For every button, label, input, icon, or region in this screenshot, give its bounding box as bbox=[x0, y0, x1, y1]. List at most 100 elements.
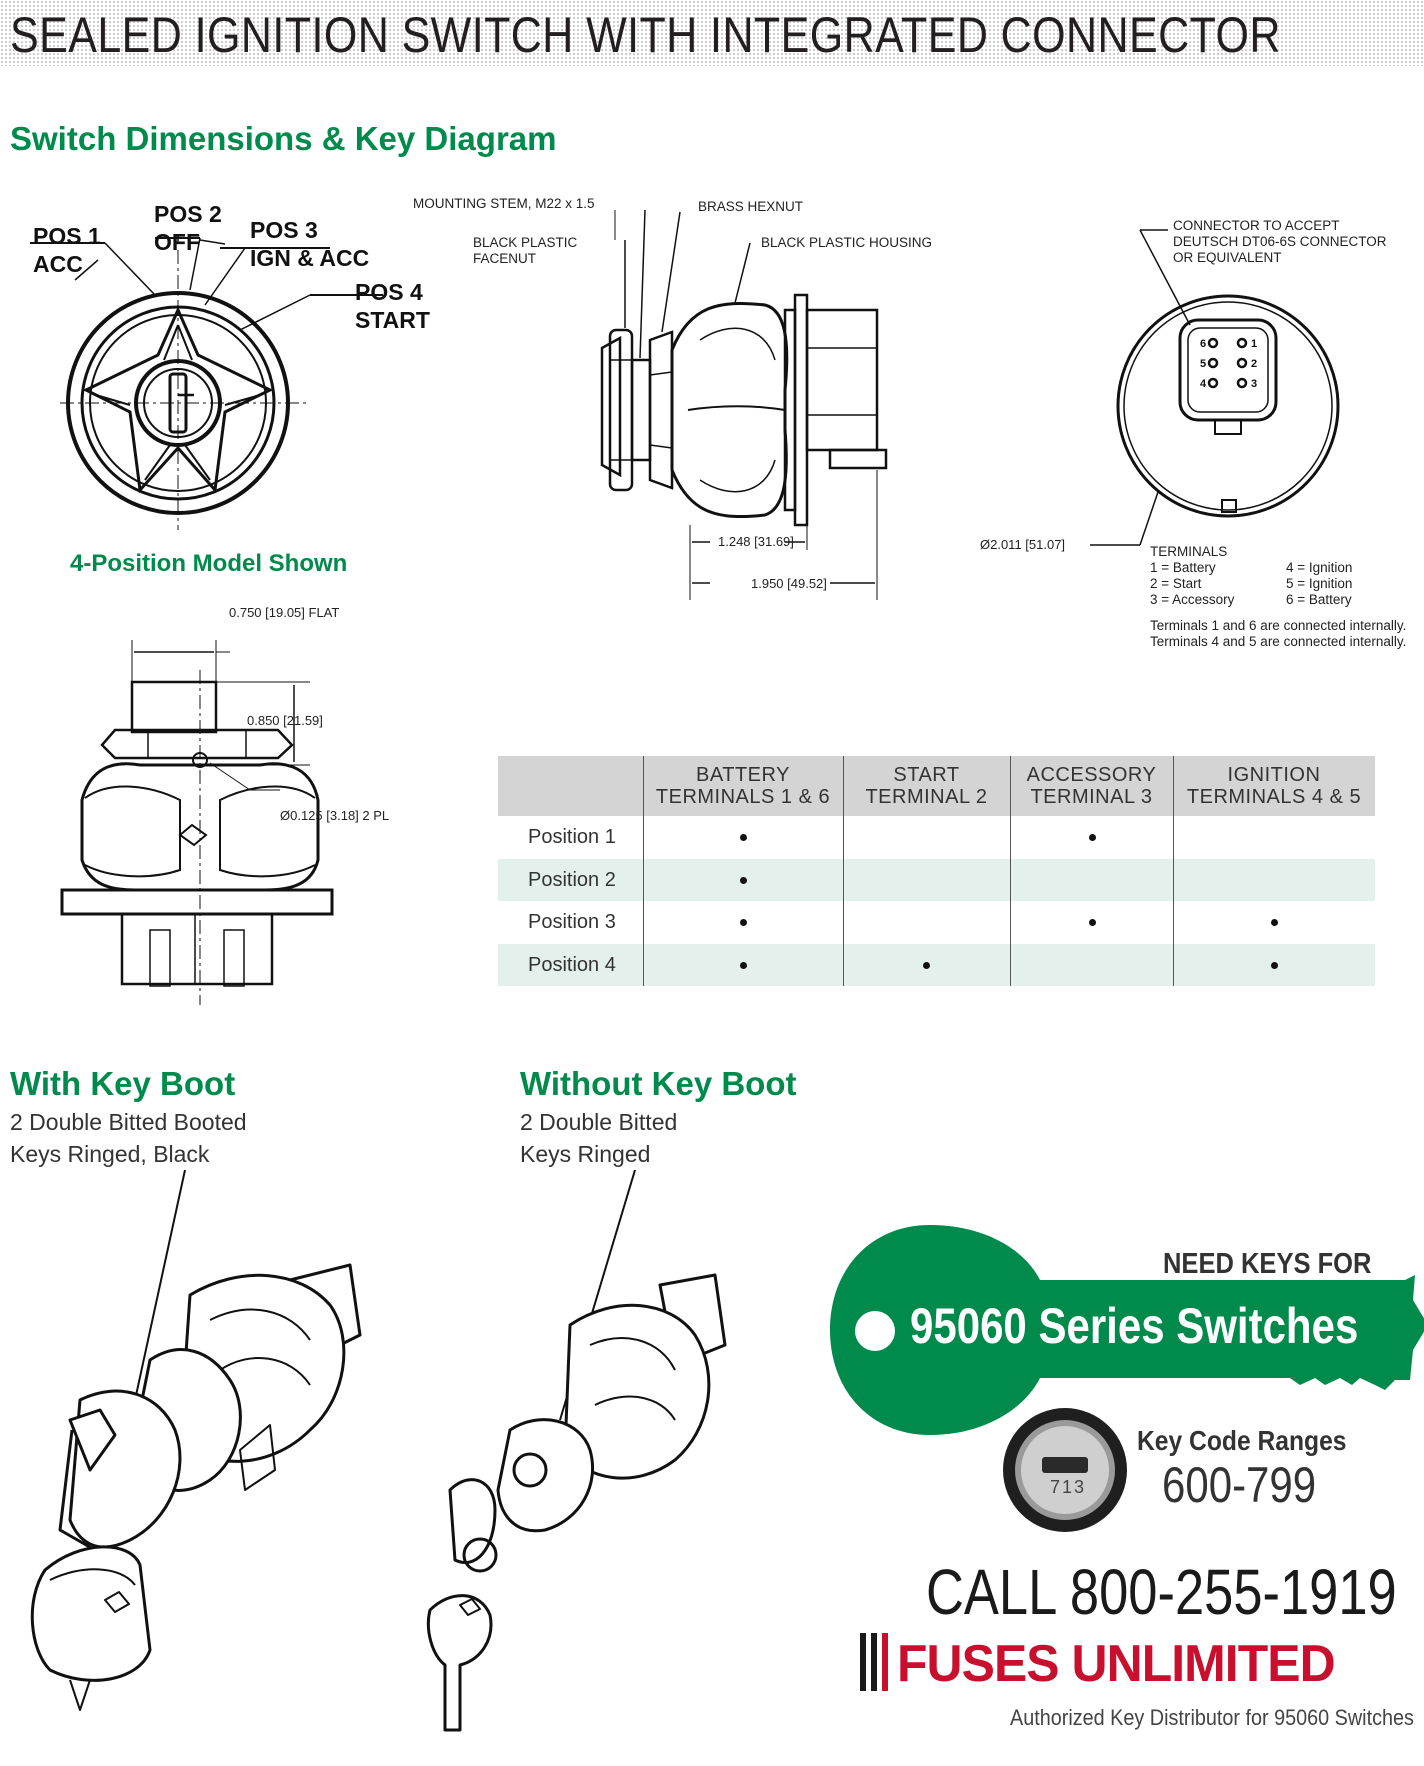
pos3-title: POS 3 bbox=[250, 217, 318, 243]
model-note: 4-Position Model Shown bbox=[70, 550, 348, 577]
need-keys-text: NEED KEYS FOR bbox=[1163, 1248, 1372, 1280]
key-code-label: Key Code Ranges bbox=[1137, 1425, 1347, 1456]
section-title: Switch Dimensions & Key Diagram bbox=[10, 120, 557, 157]
without-boot-line-1: 2 Double Bitted bbox=[520, 1109, 678, 1135]
terminal-2: 2 = Start bbox=[1150, 576, 1202, 591]
lock-cylinder-icon bbox=[1003, 1408, 1127, 1532]
height-dimension: 0.850 [21.59] bbox=[247, 713, 323, 728]
pos2-function: OFF bbox=[154, 229, 200, 255]
side-view-drawing bbox=[600, 209, 888, 600]
position-label: Position 3 bbox=[528, 911, 616, 933]
lock-code: 713 bbox=[1050, 1477, 1087, 1497]
connector-callout: CONNECTOR TO ACCEPT DEUTSCH DT06-6S CONN… bbox=[1173, 218, 1387, 266]
table-row: Position 1 bbox=[498, 816, 1375, 858]
series-text: 95060 Series Switches bbox=[910, 1298, 1359, 1354]
position-label: Position 1 bbox=[528, 826, 616, 848]
connection-dot bbox=[1271, 961, 1278, 969]
brand-bars-logo bbox=[860, 1633, 888, 1691]
brand-name: FUSES UNLIMITED bbox=[897, 1635, 1336, 1693]
diameter-dimension: Ø2.011 [51.07] bbox=[980, 537, 1066, 552]
terminal-notes: Terminals 1 and 6 are connected internal… bbox=[1150, 618, 1406, 650]
flat-dimension: 0.750 [19.05] FLAT bbox=[229, 605, 340, 620]
facenut-line-2: FACENUT bbox=[473, 251, 537, 266]
brand-tagline: Authorized Key Distributor for 95060 Swi… bbox=[1010, 1705, 1414, 1730]
pos4-label: POS 4 START bbox=[355, 278, 430, 334]
header-band bbox=[0, 0, 1424, 66]
pos3-function: IGN & ACC bbox=[250, 245, 370, 271]
connection-dot bbox=[1089, 919, 1096, 926]
with-boot-description: 2 Double Bitted Booted Keys Ringed, Blac… bbox=[10, 1106, 247, 1170]
brass-hexnut-callout: BRASS HEXNUT bbox=[698, 199, 804, 214]
table-divider bbox=[843, 756, 844, 986]
connector-line-2: DEUTSCH DT06-6S CONNECTOR bbox=[1173, 234, 1387, 249]
hole-dimension: Ø0.125 [3.18] 2 PL bbox=[280, 808, 390, 823]
terminals-title: TERMINALS bbox=[1150, 544, 1228, 559]
terminals-right-list: 4 = Ignition 5 = Ignition 6 = Battery bbox=[1286, 560, 1352, 608]
table-row: Position 2 bbox=[498, 858, 1375, 901]
terminal-6: 6 = Battery bbox=[1286, 592, 1352, 607]
table-divider bbox=[643, 756, 644, 986]
pos2-title: POS 2 bbox=[154, 201, 222, 227]
connection-dot bbox=[1271, 919, 1278, 926]
pos3-label: POS 3 IGN & ACC bbox=[250, 216, 369, 272]
pos1-title: POS 1 bbox=[33, 223, 101, 249]
svg-text:6: 6 bbox=[1200, 338, 1206, 350]
key-graphic bbox=[830, 1225, 1424, 1435]
pos1-function: ACC bbox=[33, 251, 83, 277]
connection-dot bbox=[740, 919, 747, 926]
connector-line-1: CONNECTOR TO ACCEPT bbox=[1173, 218, 1340, 233]
connector-line-3: OR EQUIVALENT bbox=[1173, 250, 1282, 265]
pos2-label: POS 2 OFF bbox=[154, 200, 222, 256]
terminals-left-list: 1 = Battery 2 = Start 3 = Accessory bbox=[1150, 560, 1234, 608]
svg-text:1: 1 bbox=[1251, 338, 1257, 350]
table-divider bbox=[1173, 756, 1174, 986]
position-label: Position 2 bbox=[528, 868, 616, 891]
connection-dot bbox=[1089, 834, 1096, 841]
position-label: Position 4 bbox=[528, 953, 616, 976]
connection-dot bbox=[923, 961, 930, 969]
key-shape bbox=[830, 1225, 1424, 1435]
with-boot-line-1: 2 Double Bitted Booted bbox=[10, 1109, 247, 1135]
call-number: CALL 800-255-1919 bbox=[926, 1556, 1397, 1628]
rear-view-drawing: 6 1 5 2 4 3 bbox=[1090, 229, 1340, 546]
pos4-function: START bbox=[355, 307, 430, 333]
without-boot-description: 2 Double Bitted Keys Ringed bbox=[520, 1106, 677, 1170]
table-divider bbox=[1010, 756, 1011, 986]
with-boot-line-2: Keys Ringed, Black bbox=[10, 1141, 210, 1167]
svg-text:3: 3 bbox=[1251, 378, 1257, 390]
table-row: Position 3 bbox=[498, 901, 1375, 943]
key-position-diagram bbox=[30, 236, 383, 530]
without-boot-title: Without Key Boot bbox=[520, 1065, 797, 1102]
with-boot-title: With Key Boot bbox=[10, 1065, 236, 1102]
connection-dot bbox=[740, 876, 747, 884]
black-facenut-callout: BLACK PLASTIC FACENUT bbox=[473, 235, 577, 267]
key-hole bbox=[855, 1311, 895, 1351]
booted-switch-illustration bbox=[30, 1170, 362, 1711]
terminal-note-1: Terminals 1 and 6 are connected internal… bbox=[1150, 618, 1407, 633]
without-boot-line-2: Keys Ringed bbox=[520, 1141, 651, 1167]
connection-dot bbox=[740, 961, 747, 969]
key-code-range: 600-799 bbox=[1162, 1457, 1317, 1513]
dimension-1248: 1.248 [31.69] bbox=[718, 534, 794, 549]
svg-text:5: 5 bbox=[1200, 358, 1206, 370]
table-row: Position 4 bbox=[498, 943, 1375, 986]
dimension-1950: 1.950 [49.52] bbox=[751, 576, 827, 591]
connection-dot bbox=[740, 834, 747, 841]
page-title: SEALED IGNITION SWITCH WITH INTEGRATED C… bbox=[10, 7, 1281, 63]
terminal-1: 1 = Battery bbox=[1150, 560, 1216, 575]
unbooted-switch-illustration bbox=[426, 1170, 727, 1732]
terminal-5: 5 = Ignition bbox=[1286, 576, 1353, 591]
pos1-label: POS 1 ACC bbox=[33, 222, 101, 278]
svg-text:2: 2 bbox=[1251, 358, 1257, 370]
mounting-stem-callout: MOUNTING STEM, M22 x 1.5 bbox=[413, 196, 595, 211]
terminal-4: 4 = Ignition bbox=[1286, 560, 1353, 575]
facenut-line-1: BLACK PLASTIC bbox=[473, 235, 578, 250]
pos4-title: POS 4 bbox=[355, 279, 423, 305]
svg-text:4: 4 bbox=[1200, 378, 1207, 390]
terminal-note-2: Terminals 4 and 5 are connected internal… bbox=[1150, 634, 1407, 649]
